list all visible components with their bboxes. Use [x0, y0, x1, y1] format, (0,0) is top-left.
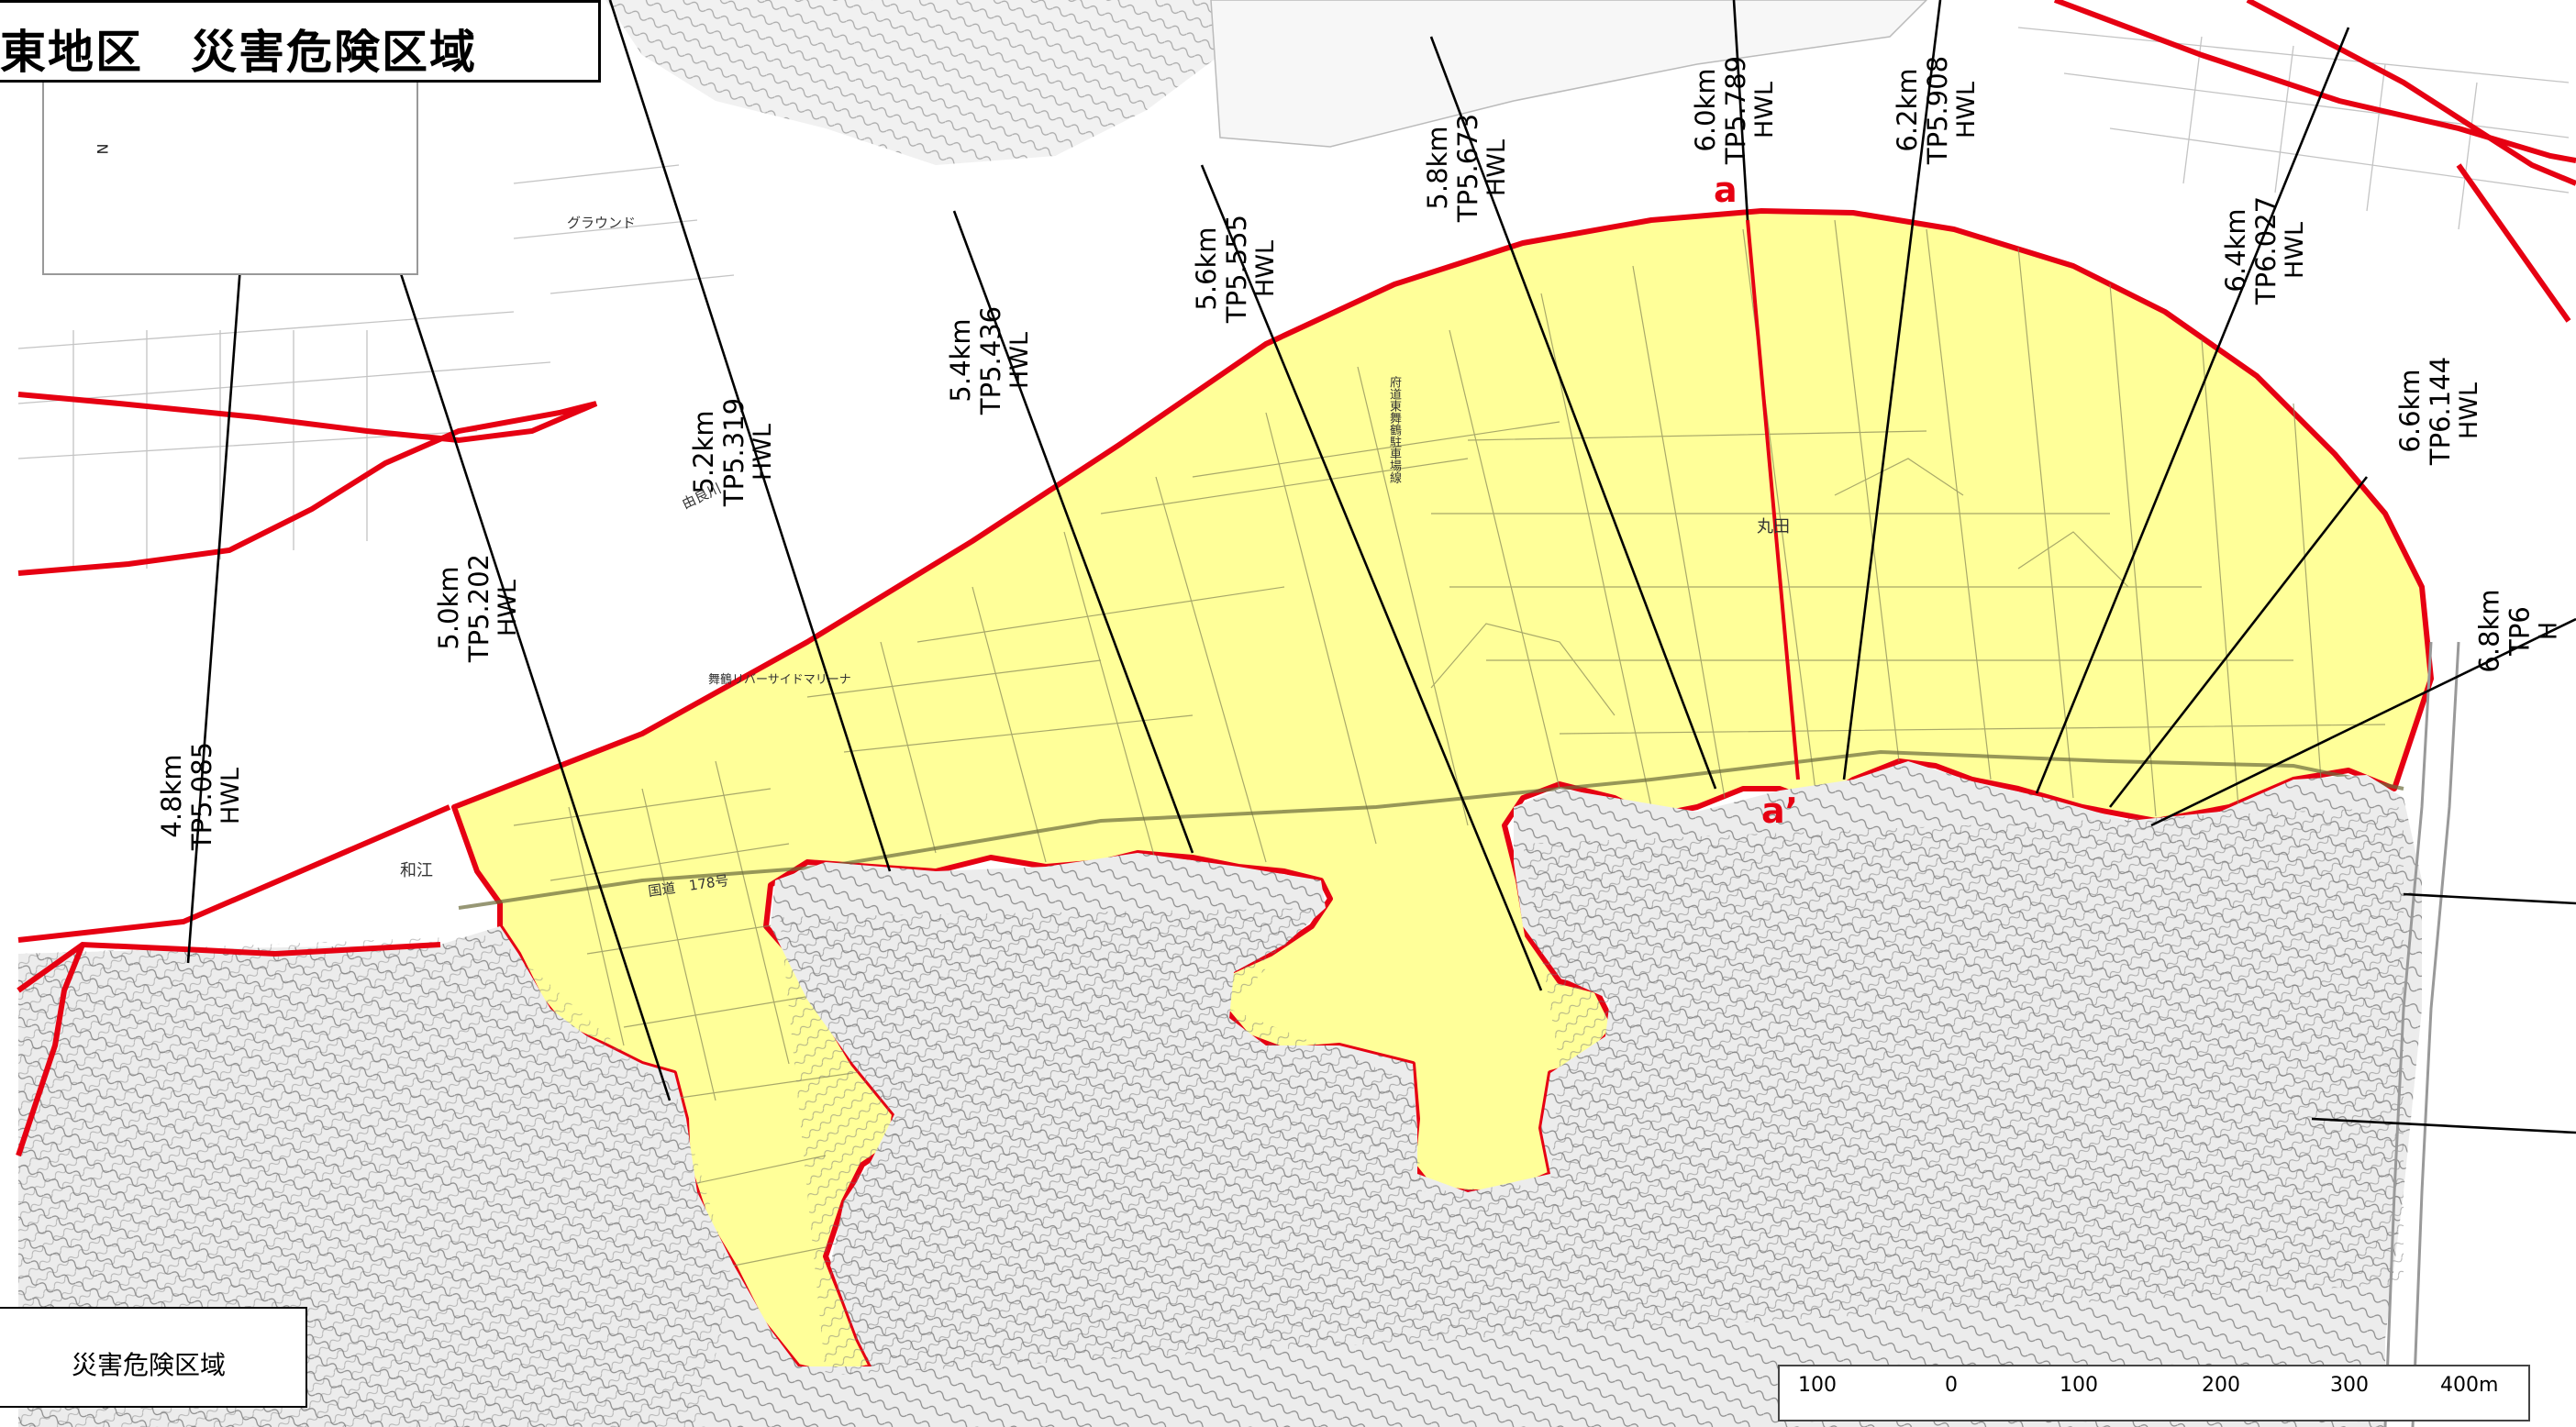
place-label-marina: 舞鶴リバーサイドマリーナ	[708, 673, 851, 687]
scale-label-0: 0	[1945, 1374, 1958, 1397]
scale-label-300: 300	[2330, 1374, 2369, 1397]
place-label-parking: 府道東舞鶴駐車場線	[1387, 376, 1401, 483]
north-bank-boundary-right	[2053, 0, 2576, 163]
tick-line-east-1	[2403, 892, 2576, 905]
point-a-label: a	[1714, 170, 1738, 210]
southwest-boundary-top	[17, 941, 441, 993]
place-label-maruta: 丸田	[1757, 517, 1790, 537]
point-a-prime-label: a’	[1761, 791, 1799, 831]
section-line-6-6	[2108, 476, 2369, 808]
east-highway	[2383, 641, 2433, 1427]
section-line-4-8	[186, 265, 242, 964]
scale-label-100: 100	[2060, 1374, 2098, 1397]
legend-label: 災害危険区域	[72, 1350, 227, 1380]
map-title: 田東地区 災害危険区域	[0, 26, 477, 79]
section-line-6-2	[1842, 0, 1942, 780]
section-line-6-4	[2035, 27, 2350, 794]
section-line-5-6	[1200, 164, 1543, 991]
north-bank-boundary-right-3	[2456, 163, 2571, 323]
south-bank-boundary	[17, 804, 451, 943]
east-highway-2	[2411, 641, 2460, 1427]
north-bank-boundary-right-2	[2246, 0, 2576, 186]
north-bank-parcels	[17, 27, 2570, 569]
section-line-6-8	[2150, 617, 2576, 827]
section-line-5-2	[608, 0, 892, 872]
section-line-5-8	[1429, 36, 1717, 790]
north-bank-boundary-left	[17, 392, 598, 576]
section-line-5-0	[382, 219, 672, 1101]
north-arrow-box: N	[42, 83, 418, 275]
north-label: N	[94, 143, 112, 155]
section-line-6-0-red	[1746, 219, 1800, 780]
southern-mountains-detail	[780, 807, 2404, 1376]
place-label-ground: グラウンド	[567, 215, 637, 231]
scale-label-400m: 400m	[2440, 1374, 2499, 1397]
place-label-wae: 和江	[400, 861, 433, 880]
north-bank-area	[1210, 0, 1928, 148]
scale-label-100-left: 100	[1798, 1374, 1837, 1397]
section-lines	[186, 0, 2576, 1134]
section-line-5-4	[952, 210, 1194, 854]
tick-line-east-2	[2311, 1117, 2576, 1134]
southwest-boundary-left	[16, 943, 85, 1156]
legend-box: 災害危険区域	[0, 1307, 307, 1408]
section-line-6-0-upper	[1732, 0, 1749, 221]
southwest-mountains-detail	[18, 935, 734, 1427]
north-hill-terrain	[605, 0, 1220, 165]
scale-box: 100 0 100 200 300 400m	[1778, 1365, 2530, 1421]
route-178-road	[458, 749, 2404, 910]
scale-label-200: 200	[2202, 1374, 2240, 1397]
hazard-zone-parcels	[513, 219, 2386, 1267]
map-title-box: 田東地区 災害危険区域	[0, 0, 601, 83]
